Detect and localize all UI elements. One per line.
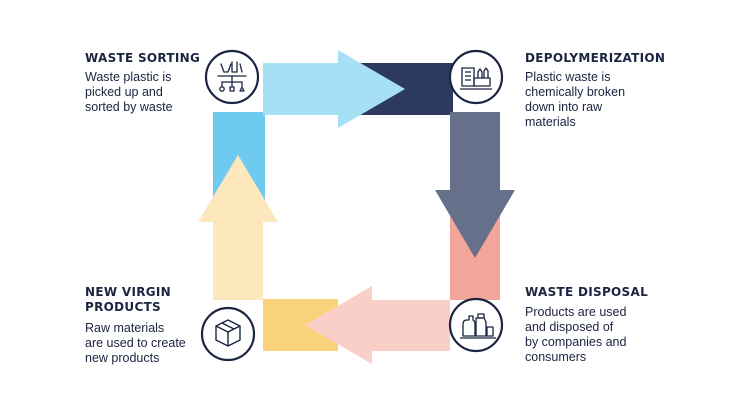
sorting-machine-icon [204,49,260,105]
left-arrow [198,155,278,300]
right-arrow [435,112,515,258]
depolymerization-description: Plastic waste is chemically broken down … [525,70,626,129]
household-products-icon [448,297,504,353]
waste-disposal-title: WASTE DISPOSAL [525,285,649,299]
waste-disposal-description: Products are used and disposed of by com… [525,305,627,364]
factory-bottles-icon [448,49,504,105]
top-arrow [263,50,405,128]
depolymerization-title: DEPOLYMERIZATION [525,51,666,65]
cube-box-icon [200,306,256,362]
new-virgin-products-description: Raw materials are used to create new pro… [85,321,186,365]
bottom-arrow [305,286,450,364]
waste-sorting-description: Waste plastic is picked up and sorted by… [85,70,173,114]
waste-sorting-title: WASTE SORTING [85,51,201,65]
new-virgin-products-title: NEW VIRGIN PRODUCTS [85,285,172,314]
